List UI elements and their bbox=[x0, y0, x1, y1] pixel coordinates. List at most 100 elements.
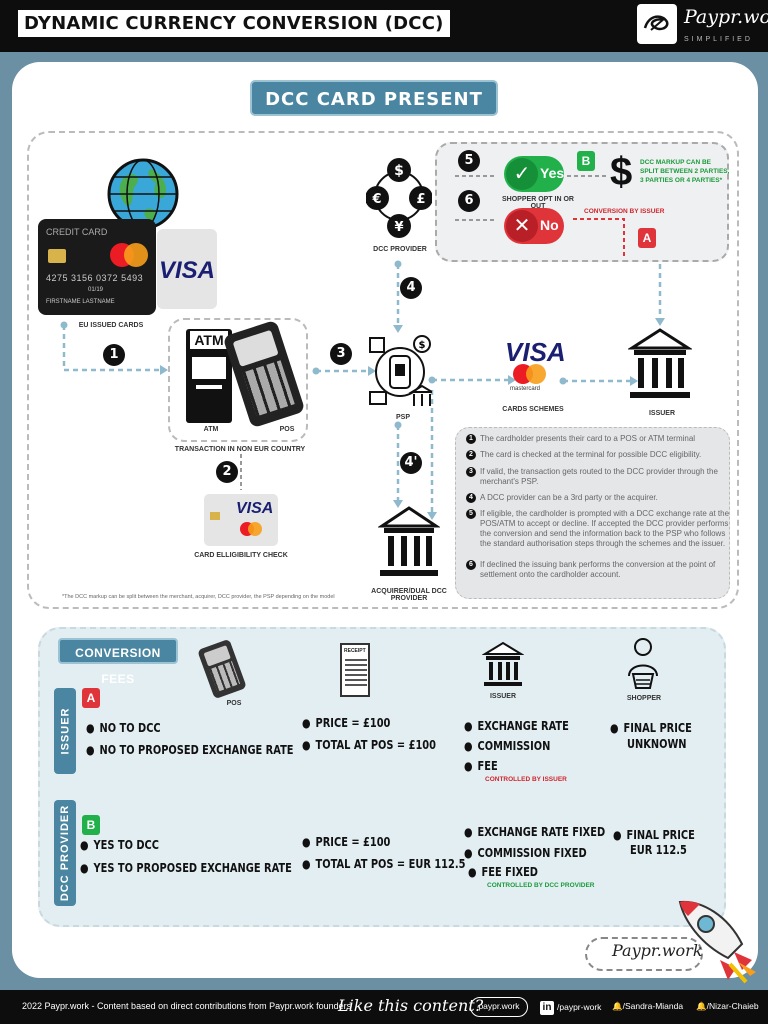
visa-card-image: VISA bbox=[157, 229, 217, 309]
dollar-icon: $ bbox=[610, 150, 633, 194]
profile-link-sandra[interactable]: 🔔/Sandra-Mianda bbox=[612, 1001, 684, 1011]
tag-a: A bbox=[638, 228, 656, 248]
signature-frame bbox=[585, 937, 703, 971]
footer-credit: 2022 Paypr.work - Content based on direc… bbox=[22, 1001, 352, 1011]
psp-icon: $ bbox=[369, 335, 432, 406]
credit-card-image: CREDIT CARD 4275 3156 0372 5493 01/19 FI… bbox=[38, 219, 156, 315]
pos-label: POS bbox=[279, 426, 295, 433]
fees-title: CONVERSION FEES bbox=[58, 638, 178, 686]
svg-text:$: $ bbox=[419, 340, 426, 351]
card-schemes-label: CARDS SCHEMES bbox=[502, 406, 564, 413]
fee-item: YES TO DCC bbox=[80, 838, 159, 852]
card-expiry: 01/19 bbox=[88, 287, 104, 293]
tag-b: B bbox=[577, 151, 595, 171]
yes-button[interactable]: ✓ Yes bbox=[504, 156, 564, 192]
card-number: 4275 3156 0372 5493 bbox=[46, 273, 144, 283]
controlled-by-dcc: CONTROLLED BY DCC PROVIDER bbox=[487, 882, 595, 889]
close-icon: ✕ bbox=[506, 210, 538, 242]
acquirer-label: ACQUIRER/DUAL DCC PROVIDER bbox=[371, 588, 447, 602]
linkedin-link[interactable]: in/paypr-work bbox=[540, 1001, 601, 1015]
flow-title: DCC CARD PRESENT FLOW bbox=[250, 80, 498, 146]
fee-item: EXCHANGE RATE FIXED bbox=[464, 825, 606, 839]
eligibility-card-image: VISA bbox=[204, 494, 278, 546]
flow-diagram-frame bbox=[27, 131, 739, 609]
psp-label: PSP bbox=[395, 414, 410, 421]
final-price-dcc: FINAL PRICE bbox=[613, 828, 695, 842]
fee-item: TOTAL AT POS = £100 bbox=[302, 738, 436, 752]
tag-a: A bbox=[82, 688, 100, 708]
step-4-badge: 4 bbox=[400, 277, 422, 299]
fee-item: PRICE = £100 bbox=[302, 716, 391, 730]
bell-icon: 🔔 bbox=[696, 1001, 707, 1011]
fee-item: YES TO PROPOSED EXCHANGE RATE bbox=[80, 861, 292, 875]
fee-item: EXCHANGE RATE bbox=[464, 719, 569, 733]
fee-item: NO TO PROPOSED EXCHANGE RATE bbox=[86, 743, 294, 757]
currency-exchange-icon: $ € £ ¥ bbox=[366, 158, 432, 238]
no-button[interactable]: ✕ No bbox=[504, 208, 564, 244]
step-6-badge: 6 bbox=[458, 190, 480, 212]
svg-text:€: € bbox=[371, 192, 381, 207]
chip-icon bbox=[48, 249, 66, 263]
brand-tagline: SIMPLIFIED bbox=[684, 36, 753, 43]
brand-name: Paypr.work bbox=[684, 6, 768, 28]
website-link[interactable]: paypr.work bbox=[470, 997, 528, 1017]
eu-cards-label: EU ISSUED CARDS bbox=[78, 322, 144, 329]
profile-link-nizar[interactable]: 🔔/Nizar-Chaieb bbox=[696, 1001, 759, 1011]
dcc-provider-label: DCC PROVIDER bbox=[373, 246, 427, 253]
shopper-icon bbox=[628, 638, 658, 689]
linkedin-icon: in bbox=[540, 1001, 554, 1015]
brand-logo-icon bbox=[643, 15, 669, 31]
step-1-badge: 1 bbox=[103, 344, 125, 366]
markup-note: DCC MARKUP CAN BE SPLIT BETWEEN 2 PARTIE… bbox=[640, 159, 730, 184]
final-price-issuer-value: UNKNOWN bbox=[627, 737, 687, 751]
svg-text:¥: ¥ bbox=[394, 220, 403, 235]
shopper-choice-panel bbox=[435, 142, 729, 262]
fee-item: PRICE = £100 bbox=[302, 835, 391, 849]
footer-bar: 2022 Paypr.work - Content based on direc… bbox=[0, 990, 768, 1024]
top-bar: DYNAMIC CURRENCY CONVERSION (DCC) Paypr.… bbox=[0, 0, 768, 52]
fee-item: NO TO DCC bbox=[86, 721, 161, 735]
mastercard-text: mastercard bbox=[510, 386, 541, 392]
signature-text: Paypr.work bbox=[612, 941, 703, 960]
page-title: DYNAMIC CURRENCY CONVERSION (DCC) bbox=[18, 10, 450, 37]
step-5-badge: 5 bbox=[458, 150, 480, 172]
bell-icon: 🔔 bbox=[612, 1001, 623, 1011]
conversion-by-issuer-label: CONVERSION BY ISSUER bbox=[584, 208, 665, 215]
rocket-icon bbox=[678, 900, 756, 984]
step-4-prime-badge: 4' bbox=[400, 452, 422, 474]
shopper-opt-label: SHOPPER OPT IN OR OUT bbox=[502, 196, 574, 210]
final-price-dcc-value: EUR 112.5 bbox=[630, 843, 687, 857]
card-type-text: CREDIT CARD bbox=[46, 227, 108, 237]
fees-pos-label: POS bbox=[226, 700, 242, 707]
svg-text:$: $ bbox=[394, 163, 404, 179]
final-price-issuer: FINAL PRICE bbox=[610, 721, 692, 735]
fee-item: COMMISSION bbox=[464, 739, 551, 753]
controlled-by-issuer: CONTROLLED BY ISSUER bbox=[485, 776, 567, 783]
visa-logo: VISA bbox=[505, 337, 566, 367]
markup-footnote: *The DCC markup can be split between the… bbox=[62, 594, 335, 600]
transaction-label: TRANSACTION IN NON EUR COUNTRY bbox=[174, 446, 306, 453]
issuer-bank-icon bbox=[628, 328, 692, 398]
step-2-badge: 2 bbox=[216, 461, 238, 483]
visa-logo: VISA bbox=[159, 257, 216, 284]
tag-b: B bbox=[82, 815, 100, 835]
brand-logo[interactable] bbox=[637, 4, 677, 44]
fee-item: TOTAL AT POS = EUR 112.5 bbox=[302, 857, 466, 871]
conversion-fees-panel bbox=[38, 627, 726, 927]
chip-icon bbox=[210, 512, 220, 520]
fees-issuer-label: ISSUER bbox=[489, 693, 517, 700]
like-prompt: Like this content? bbox=[338, 996, 484, 1015]
check-icon: ✓ bbox=[506, 158, 538, 190]
dcc-provider-row-label: DCC PROVIDER bbox=[54, 800, 76, 906]
receipt-icon: RECEIPT bbox=[340, 643, 370, 697]
issuer-row-label: ISSUER bbox=[54, 688, 76, 774]
bank-icon bbox=[378, 506, 440, 576]
shopper-label: SHOPPER bbox=[626, 695, 662, 702]
fee-item: FEE bbox=[464, 759, 498, 773]
atm-label: ATM bbox=[203, 426, 219, 433]
fee-item: COMMISSION FIXED bbox=[464, 846, 587, 860]
step-3-badge: 3 bbox=[330, 343, 352, 365]
eligibility-label: CARD ELLIGIBILITY CHECK bbox=[194, 552, 288, 559]
svg-text:£: £ bbox=[416, 192, 425, 207]
issuer-bank-icon bbox=[482, 641, 524, 686]
